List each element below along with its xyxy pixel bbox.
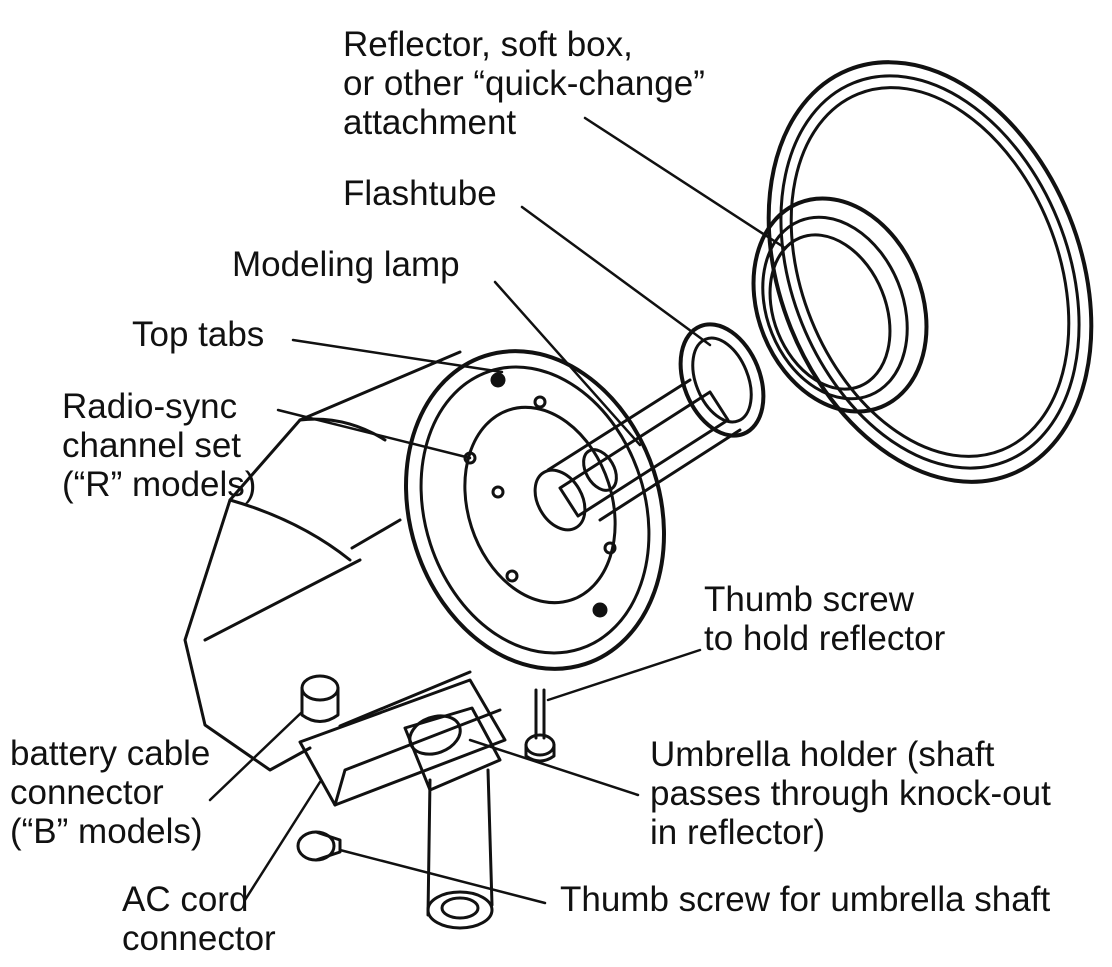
head-housing-illustration — [183, 350, 472, 772]
label-battery-connector: battery cable connector (“B” models) — [10, 734, 211, 851]
label-radio-sync: Radio-sync channel set (“R” models) — [62, 387, 257, 504]
label-umbrella-holder: Umbrella holder (shaft passes through kn… — [650, 735, 1051, 852]
label-thumb-screw-reflector: Thumb screw to hold reflector — [704, 580, 946, 658]
leader-lines — [208, 116, 787, 905]
reflector-thumb-screw-illustration — [524, 688, 556, 763]
battery-connector-illustration — [300, 674, 340, 723]
label-top-tabs: Top tabs — [132, 315, 265, 354]
label-modeling-lamp: Modeling lamp — [232, 245, 460, 284]
label-ac-cord: AC cord connector — [122, 880, 276, 958]
head-faceplate-illustration — [404, 349, 666, 671]
label-thumb-screw-umbrella: Thumb screw for umbrella shaft — [560, 880, 1051, 919]
modeling-lamp-illustration — [533, 378, 742, 532]
flashtube-illustration — [678, 322, 766, 438]
label-reflector: Reflector, soft box, or other “quick-cha… — [343, 25, 705, 142]
reflector-illustration — [751, 60, 1094, 484]
umbrella-thumb-screw-illustration — [296, 830, 342, 862]
label-flashtube: Flashtube — [343, 174, 497, 213]
umbrella-holder-illustration — [298, 678, 507, 930]
